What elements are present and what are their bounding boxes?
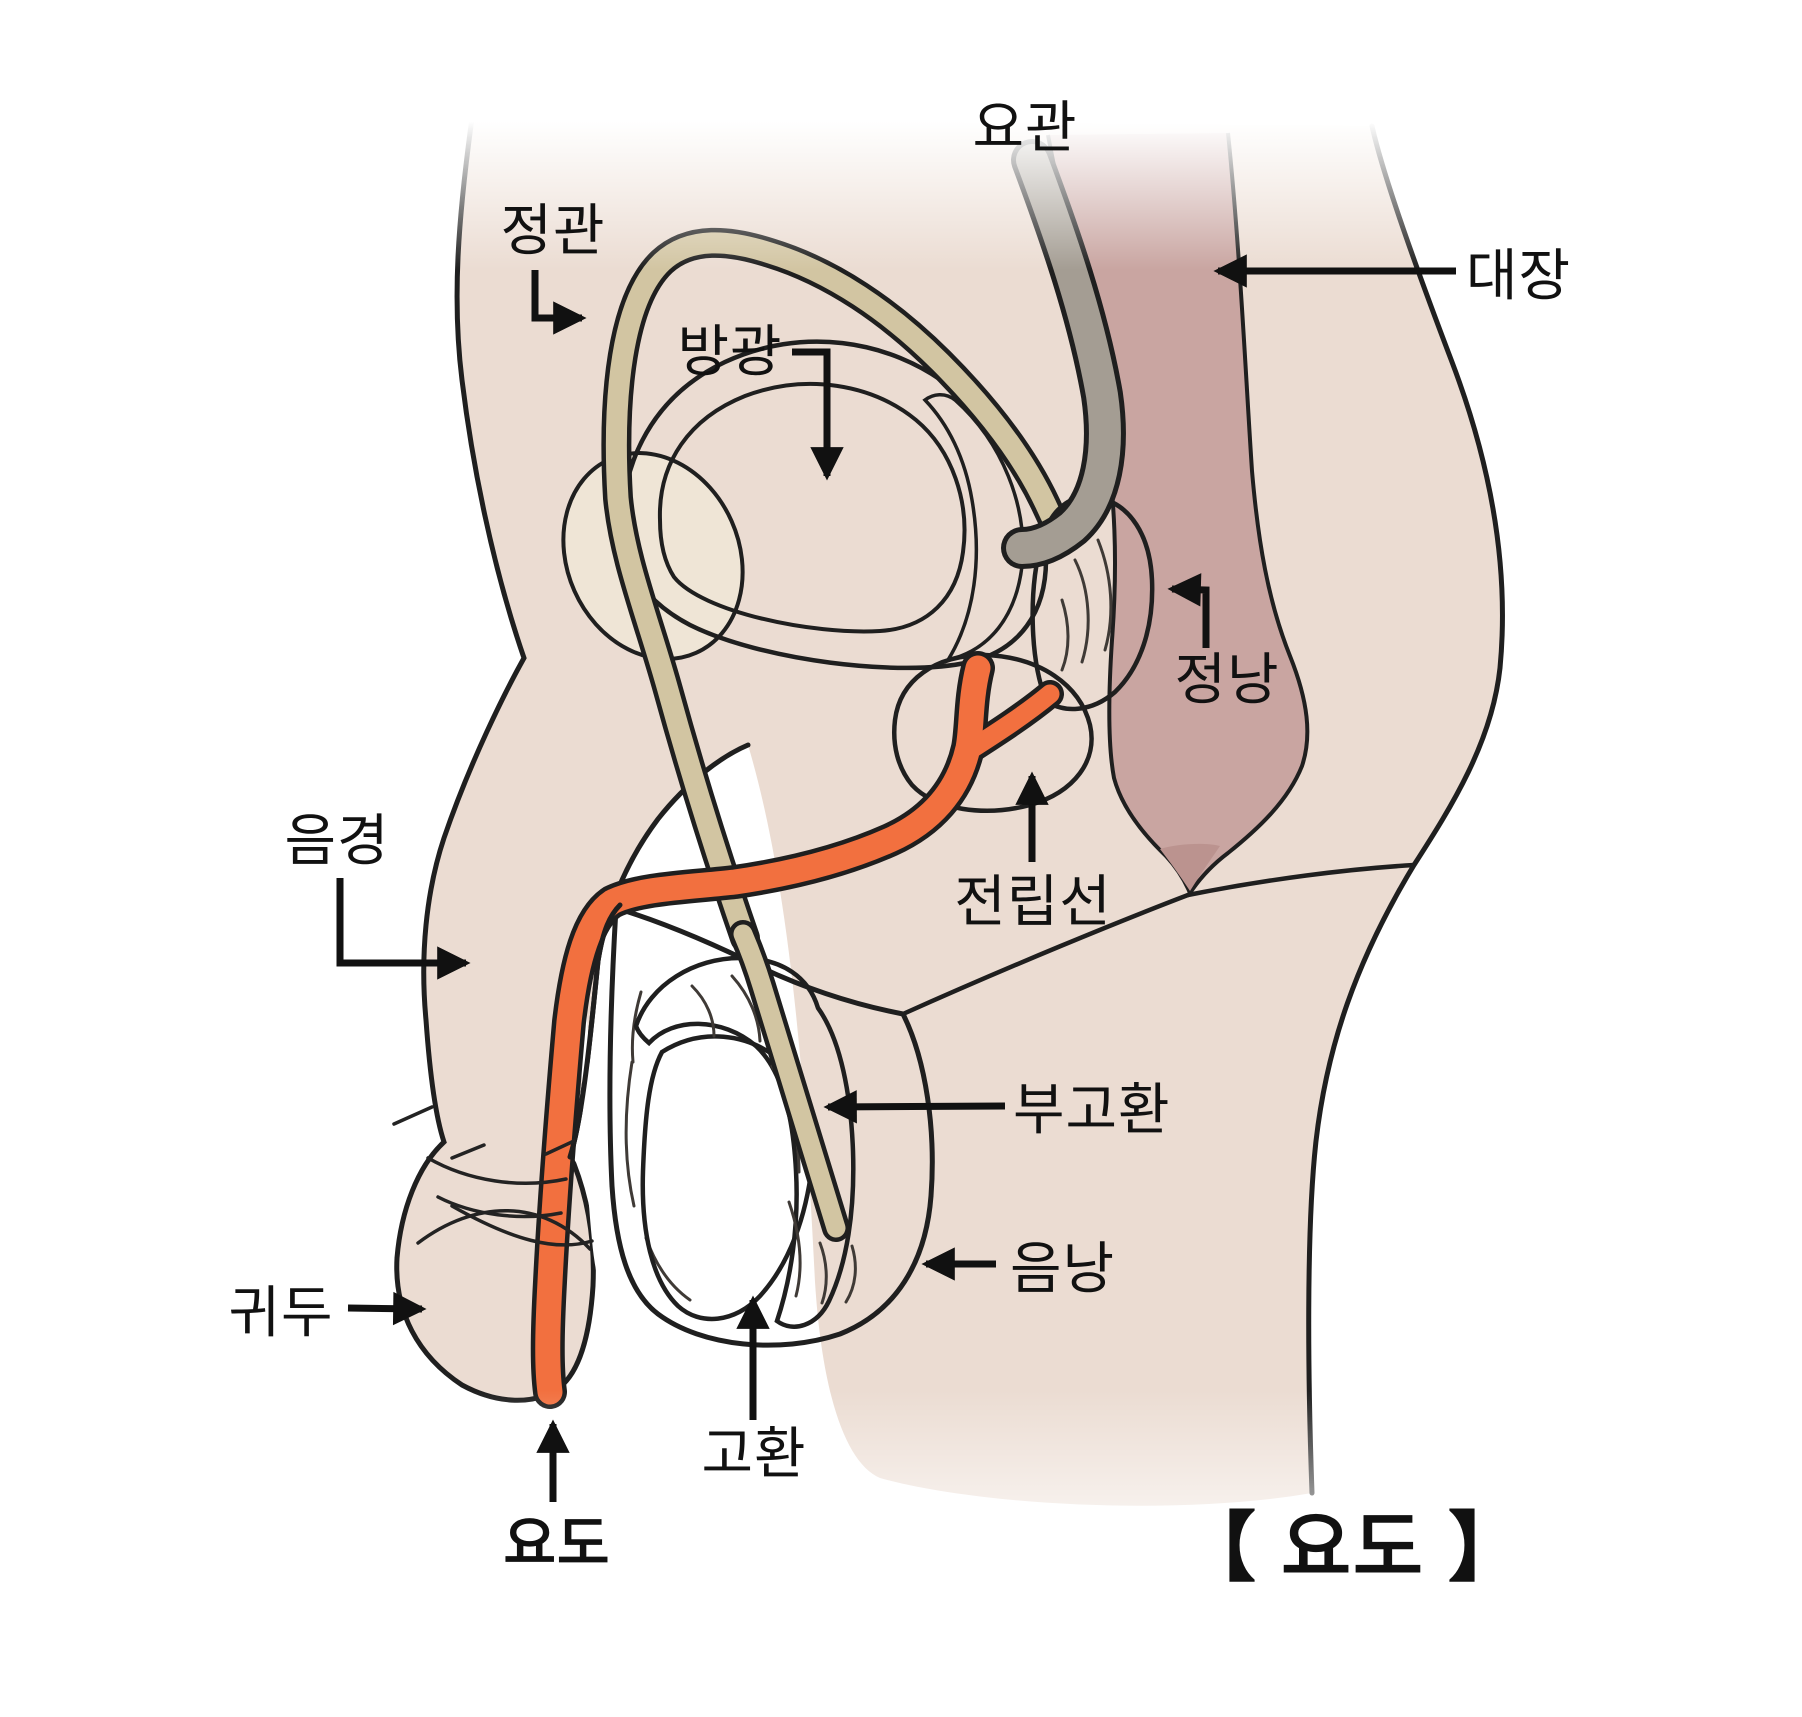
label-penis: 음경: [284, 809, 389, 872]
shaft-fold-tick: [392, 1105, 434, 1126]
foreskin-fold-line: [426, 1156, 568, 1185]
top-fade: [0, 0, 1802, 270]
large-intestine-shape: [1046, 132, 1310, 895]
label-prostate: 전립선: [954, 870, 1112, 933]
vas-deferens-tube: [601, 227, 1068, 953]
label-seminal-vesicle: 정낭: [1174, 648, 1279, 711]
label-glans: 귀두: [228, 1281, 333, 1344]
label-testis: 고환: [701, 1422, 806, 1485]
label-large-intestine: 대장: [1466, 244, 1571, 307]
label-vas-deferens: 정관: [500, 199, 605, 262]
foreskin-fold-line: [436, 1195, 563, 1219]
arrow-vas-deferens: [531, 270, 587, 335]
anus-shadow: [1160, 843, 1220, 891]
label-epididymis: 부고환: [1013, 1078, 1171, 1141]
epididymis-shape: [633, 955, 856, 1329]
arrow-seminal-vesicle: [1167, 573, 1210, 648]
penis-detail-lines: [392, 902, 623, 1251]
label-urethra: 요도: [504, 1512, 611, 1576]
urethra-tube: [530, 651, 1064, 1409]
leader-arrows: [336, 254, 1456, 1502]
arrow-epididymis: [823, 1090, 1006, 1124]
glans-swirl-line: [416, 1209, 592, 1251]
label-scrotum: 음낭: [1010, 1237, 1115, 1300]
label-ureter: 요관: [972, 96, 1077, 159]
perineum-line: [900, 892, 1191, 1017]
vas-deferens-tail: [729, 920, 850, 1242]
arrow-penis: [336, 878, 471, 980]
glans-swirl-line: [450, 1204, 594, 1247]
buttock-crease-line: [1185, 862, 1417, 898]
label-bladder: 방광: [677, 320, 782, 383]
arrow-bladder: [792, 348, 844, 481]
shaft-fold-tick: [544, 1139, 576, 1156]
shaft-fold-tick: [450, 1143, 486, 1160]
diagram-title: 【 요도 】: [1180, 1506, 1526, 1591]
arrow-glans: [347, 1291, 427, 1326]
bladder-interior: [657, 381, 967, 634]
penis-right-edge: [567, 902, 623, 1160]
bottom-fade: [0, 1390, 1802, 1717]
seminal-vesicle-shape: [1030, 494, 1155, 712]
body-outline-right: [1306, 123, 1505, 1496]
prostate-shape: [892, 652, 1094, 813]
